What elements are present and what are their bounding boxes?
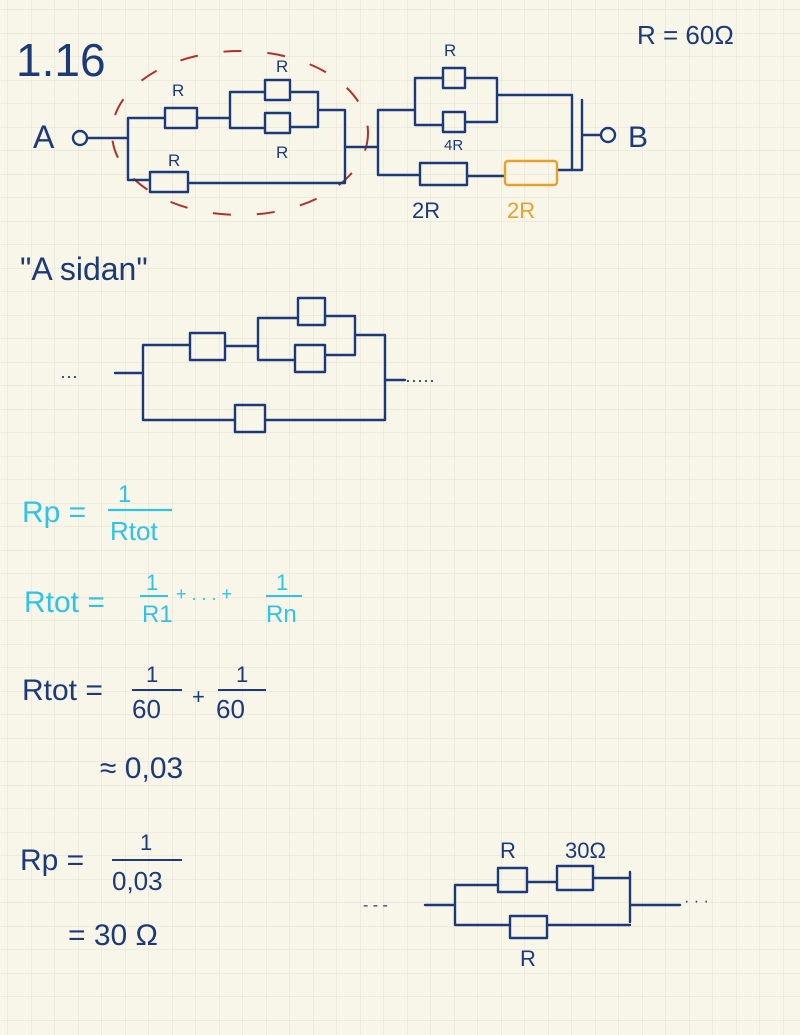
formula-lhs: Rp = xyxy=(22,496,86,529)
numerator: 1 xyxy=(146,570,158,595)
continuation-dots: ··· xyxy=(60,366,78,386)
denominator: 0,03 xyxy=(112,866,163,896)
circuit-a-side: ··· ····· xyxy=(60,296,435,434)
continuation-dots: - - - xyxy=(363,897,388,914)
resistor-label: R xyxy=(500,838,516,863)
numerator: 1 xyxy=(118,481,131,508)
denominator: 60 xyxy=(216,694,245,724)
highlighted-resistor xyxy=(503,159,559,187)
given-value: R = 60Ω xyxy=(637,20,734,50)
continuation-dots: · · · xyxy=(684,893,709,910)
formula-total: Rtot = 1 R1 + . . . + 1 Rn xyxy=(24,570,302,628)
final-result: = 30 Ω xyxy=(68,919,158,952)
numerator: 1 xyxy=(140,830,152,855)
formula-lhs: Rtot = xyxy=(24,586,105,619)
denominator: R1 xyxy=(142,601,173,628)
section-heading: "A sidan" xyxy=(20,251,148,287)
resistor-label-highlighted: 2R xyxy=(507,198,535,223)
terminal-b xyxy=(599,126,617,144)
resistor-label: R xyxy=(276,57,288,76)
resistor-label: R xyxy=(276,143,288,162)
resistor-label: 30Ω xyxy=(565,838,606,863)
resistor-label: R xyxy=(172,81,184,100)
numerator: 1 xyxy=(236,662,248,687)
terminal-a-label: A xyxy=(33,119,55,155)
resistor-label: R xyxy=(168,151,180,170)
resistor-label: 2R xyxy=(412,198,440,223)
circuit-main: A R R R R B R 4R 2R 2R xyxy=(33,41,648,223)
denominator: 60 xyxy=(132,694,161,724)
ellipsis: + . . . + xyxy=(176,584,232,604)
resistor-label: R xyxy=(520,946,536,971)
continuation-dots: ····· xyxy=(405,370,435,390)
highlight-circle xyxy=(111,50,369,216)
formula-lhs: Rp = xyxy=(20,844,84,877)
formula-lhs: Rtot = xyxy=(22,674,103,707)
resistor-label: 4R xyxy=(444,137,463,154)
resistor-label: R xyxy=(444,41,456,60)
approx-result: ≈ 0,03 xyxy=(100,752,183,785)
circuit-equivalent: - - - · · · R 30Ω R xyxy=(363,838,709,971)
numerator: 1 xyxy=(276,570,288,595)
numerator: 1 xyxy=(146,662,158,687)
problem-number: 1.16 xyxy=(16,34,106,86)
denominator: Rtot xyxy=(110,516,158,546)
plus-sign: + xyxy=(192,684,205,709)
terminal-b-label: B xyxy=(628,121,648,154)
denominator: Rn xyxy=(266,601,297,628)
formula-rp: Rp = 1 0,03 xyxy=(20,830,182,896)
formula-calc: Rtot = 1 60 + 1 60 xyxy=(22,662,266,724)
formula-parallel: Rp = 1 Rtot xyxy=(22,481,172,546)
